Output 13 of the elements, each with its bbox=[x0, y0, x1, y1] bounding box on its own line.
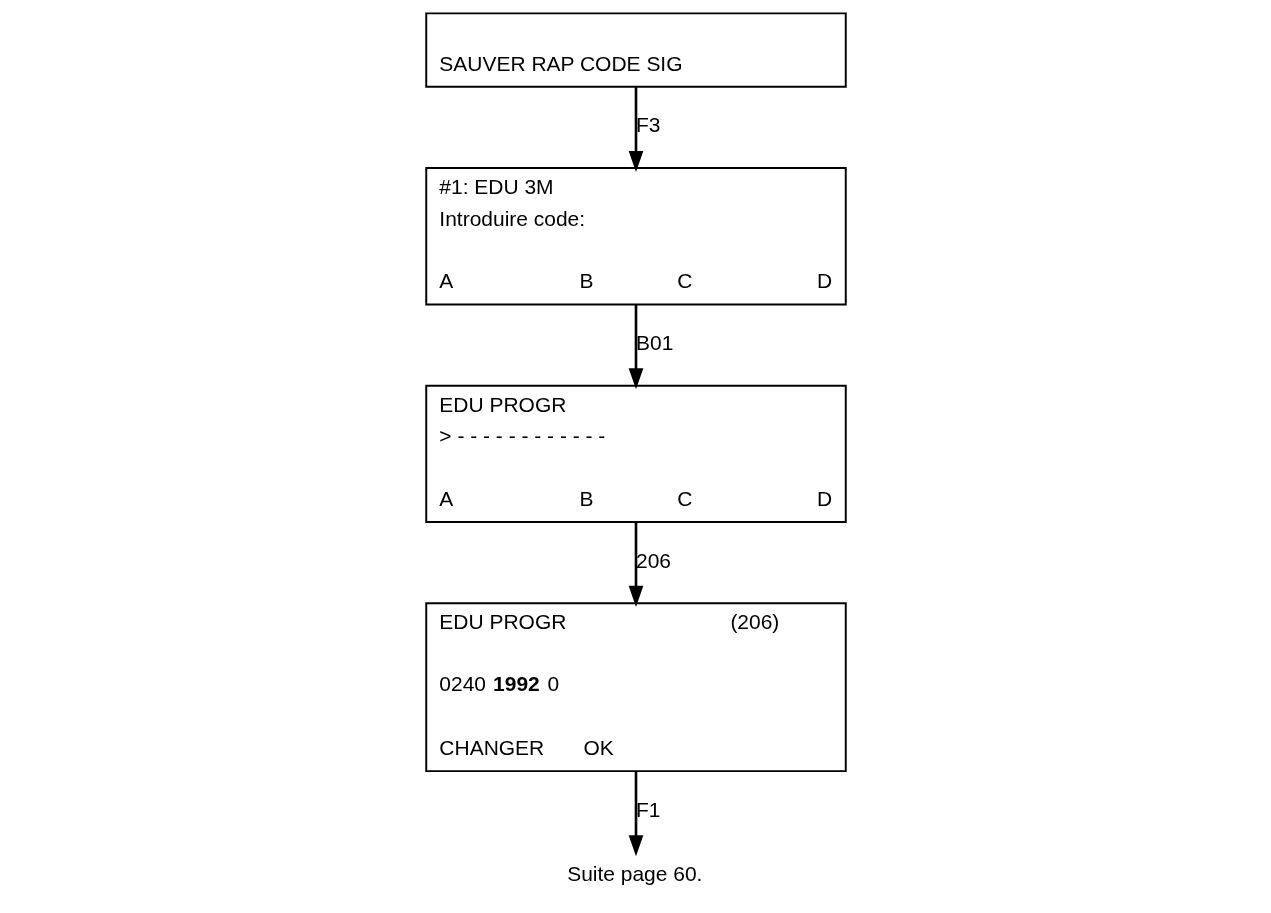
edge-label: F1 bbox=[635, 797, 660, 821]
node-text: Suite page 60. bbox=[566, 861, 702, 885]
node-box: #1: EDU 3M Introduire code: A B C D bbox=[424, 167, 847, 306]
arrow bbox=[628, 771, 643, 857]
node-box: EDU PROGR (206) 0240 1992 0 CHANGER OK bbox=[424, 602, 847, 773]
node-box: EDU PROGR > - - - - - - - - - - - - A B C D bbox=[424, 384, 847, 524]
arrow bbox=[628, 305, 643, 390]
edge-label: F3 bbox=[635, 113, 660, 137]
edge-label: B01 bbox=[635, 331, 673, 355]
node-box: SAUVER RAP CODE SIG bbox=[424, 12, 847, 88]
edge-label: 206 bbox=[635, 548, 671, 572]
arrow bbox=[628, 522, 643, 607]
arrow bbox=[628, 87, 643, 172]
